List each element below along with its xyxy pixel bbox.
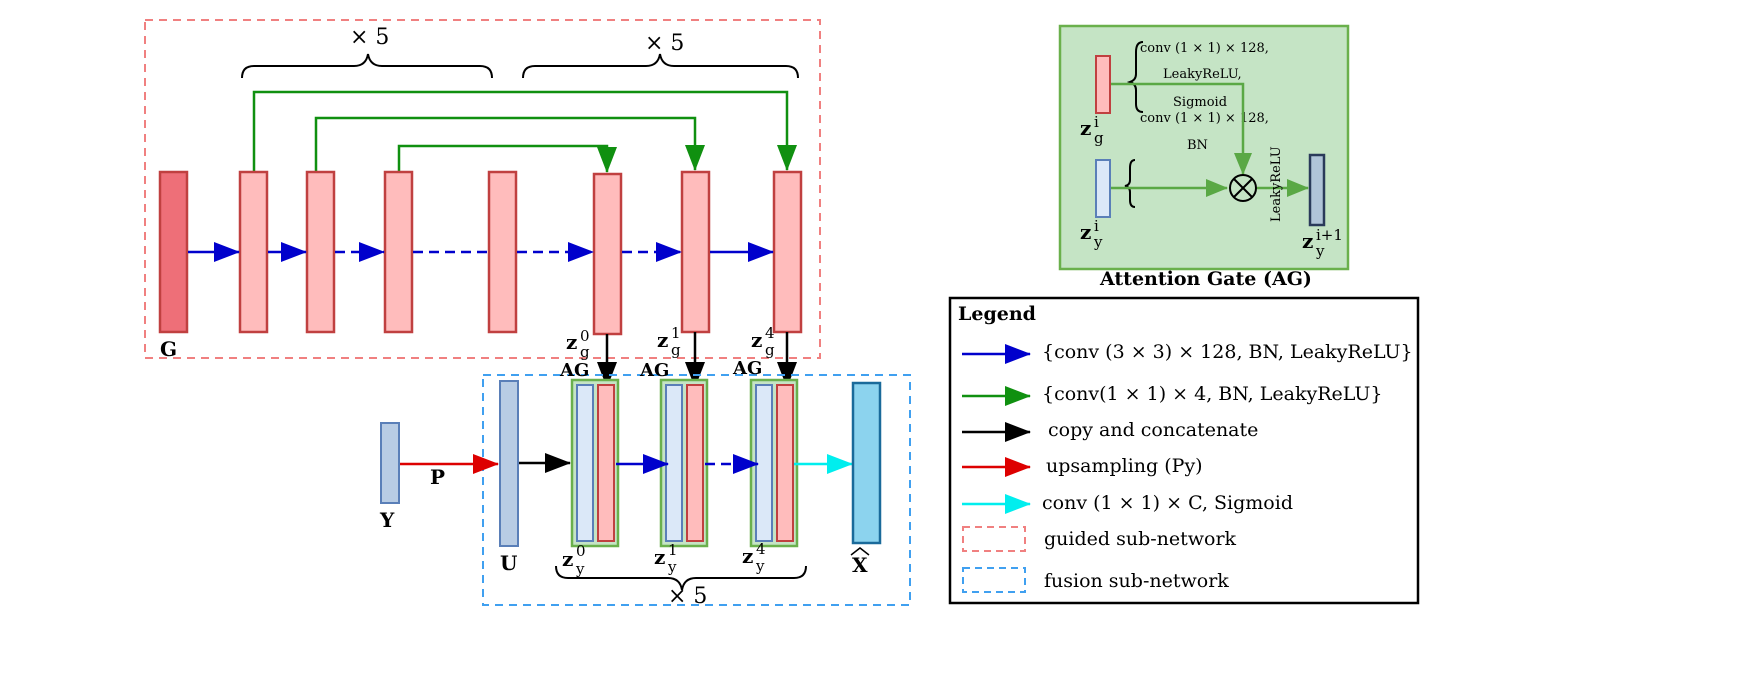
svg-text:1: 1 <box>671 324 681 342</box>
svg-text:4: 4 <box>765 324 775 342</box>
legend-text-fusion: fusion sub-network <box>1044 570 1229 592</box>
svg-text:g: g <box>1094 129 1104 147</box>
brace-bottom <box>555 565 807 591</box>
block-U <box>499 380 519 547</box>
svg-text:y: y <box>1093 233 1103 251</box>
svg-text:z: z <box>657 328 668 352</box>
svg-text:0: 0 <box>580 327 590 345</box>
attention-gate-panel: z i g z i y z i+1 y conv (1 × 1) × 128, … <box>1058 24 1350 290</box>
label-P: P <box>430 465 445 489</box>
ag-title: Attention Gate (AG) <box>1099 268 1312 290</box>
svg-text:i: i <box>1094 217 1099 235</box>
multiplier-top-left: × 5 <box>350 25 389 50</box>
input-block-Y <box>380 422 400 504</box>
legend-text-conv1: {conv(1 × 1) × 4, BN, LeakyReLU} <box>1042 383 1382 405</box>
svg-text:z: z <box>562 547 573 571</box>
ag-label-4: AG <box>732 358 762 379</box>
svg-text:1: 1 <box>668 541 678 559</box>
ag-op-1: conv (1 × 1) × 128, <box>1140 41 1269 56</box>
ag-label-zg: z i g <box>1080 113 1104 147</box>
svg-text:z: z <box>566 330 577 354</box>
svg-text:z: z <box>1302 229 1313 253</box>
ag-label-out: z i+1 y <box>1302 226 1343 260</box>
ag-out-block <box>1308 153 1326 227</box>
ag-op-4: conv (1 × 1) × 128, <box>1140 111 1269 126</box>
svg-text:i: i <box>1094 113 1099 131</box>
svg-text:y: y <box>755 557 765 575</box>
legend-text-sigmoid: conv (1 × 1) × C, Sigmoid <box>1042 492 1293 514</box>
ag-stack-0 <box>570 378 620 548</box>
fusion-sub-network: Y P U AG AG AG X <box>379 358 911 609</box>
svg-text:g: g <box>580 343 590 361</box>
svg-text:y: y <box>1315 242 1325 260</box>
ag-brace-top <box>1126 41 1144 113</box>
legend-text-upsampling: upsampling (Py) <box>1046 455 1203 477</box>
legend-text-copy: copy and concatenate <box>1048 419 1258 441</box>
ag-multiply-icon <box>1229 174 1257 202</box>
ag-label-zy: z i y <box>1080 217 1103 251</box>
ag-brace-bottom <box>1124 159 1136 208</box>
svg-text:z: z <box>1080 116 1091 140</box>
svg-text:z: z <box>742 544 753 568</box>
legend-fusion-swatch <box>962 567 1026 593</box>
label-G: G <box>160 337 177 361</box>
guided-block-4 <box>487 170 518 334</box>
fusion-subnetwork-box <box>482 374 911 606</box>
multiplier-bottom: × 5 <box>668 584 707 609</box>
ag-label-0: AG <box>559 360 589 381</box>
multiplier-top-right: × 5 <box>645 31 684 56</box>
guided-block-1 <box>238 170 269 334</box>
legend: Legend {conv (3 × 3) × 128, BN, LeakyReL… <box>948 296 1420 605</box>
ag-zy-block <box>1095 159 1111 218</box>
legend-title: Legend <box>958 303 1036 325</box>
svg-text:X: X <box>852 553 868 577</box>
ag-op-2: LeakyReLU, <box>1163 67 1242 82</box>
brace-right <box>522 53 799 79</box>
svg-text:g: g <box>671 341 681 359</box>
ag-op-5: BN <box>1187 138 1208 153</box>
svg-text:i+1: i+1 <box>1316 226 1343 244</box>
guided-block-2 <box>305 170 336 334</box>
skip-connection-3 <box>397 144 617 173</box>
guided-block-6 <box>680 170 711 334</box>
svg-text:0: 0 <box>576 542 586 560</box>
legend-text-guided: guided sub-network <box>1044 528 1237 550</box>
label-Y: Y <box>379 508 395 532</box>
svg-text:y: y <box>667 558 677 576</box>
guided-block-3 <box>383 170 414 334</box>
label-U: U <box>500 551 517 575</box>
ag-zg-block <box>1095 55 1111 114</box>
ag-op-3: Sigmoid <box>1173 95 1227 110</box>
guided-input-block-G <box>158 170 189 334</box>
skip-connection-2 <box>314 116 705 172</box>
output-block-X <box>851 381 882 545</box>
legend-text-conv3: {conv (3 × 3) × 128, BN, LeakyReLU} <box>1042 341 1413 363</box>
label-X-hat: X <box>850 547 870 577</box>
ag-activation-label: LeakyReLU <box>1269 146 1284 222</box>
svg-text:z: z <box>1080 220 1091 244</box>
guided-subnetwork-box <box>144 19 821 359</box>
ag-label-1: AG <box>639 360 669 381</box>
guided-block-7 <box>772 170 803 334</box>
svg-text:4: 4 <box>756 540 766 558</box>
svg-text:z: z <box>654 545 665 569</box>
guided-block-5 <box>592 172 623 336</box>
svg-text:g: g <box>765 341 775 359</box>
ag-gate-arrow <box>1111 82 1252 175</box>
brace-left <box>241 53 493 79</box>
legend-guided-swatch <box>962 526 1026 552</box>
svg-text:y: y <box>575 560 585 578</box>
svg-text:z: z <box>751 328 762 352</box>
skip-connection-1 <box>252 90 797 172</box>
